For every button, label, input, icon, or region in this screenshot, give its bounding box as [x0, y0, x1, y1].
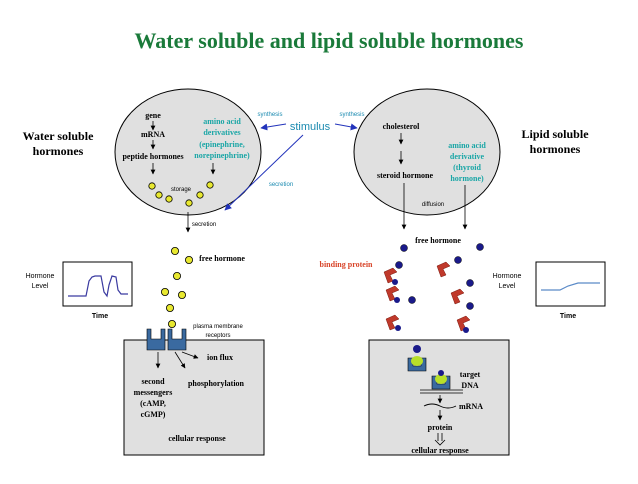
second-messengers-label-4: cGMP) — [141, 410, 166, 419]
page-title: Water soluble and lipid soluble hormones — [135, 28, 524, 53]
cellular-response-left: cellular response — [168, 434, 226, 443]
free-hormones-left — [160, 246, 193, 328]
stored-hormone-granules — [148, 181, 214, 207]
membrane-receptor-1 — [146, 328, 166, 351]
free-hormones-right — [395, 243, 484, 310]
receptors-label-2: receptors — [205, 333, 230, 339]
amino-derivatives-label-2: derivatives — [203, 128, 240, 137]
right-endocrine-cell — [353, 88, 501, 216]
right-target-cell — [368, 339, 510, 456]
secretion-label-center: secretion — [269, 182, 293, 188]
lipid-soluble-heading-2: hormones — [530, 142, 581, 156]
steroid-hormone-label: steroid hormone — [377, 171, 434, 180]
cholesterol-label: cholesterol — [383, 122, 421, 131]
bound-hormones — [392, 279, 469, 333]
lipid-soluble-heading: Lipid soluble — [521, 127, 589, 141]
mrna-label-right: mRNA — [459, 402, 483, 411]
storage-label: storage — [171, 187, 192, 193]
amino-derivatives-label: amino acid — [203, 117, 241, 126]
thyroid-label-4: hormone) — [450, 174, 484, 183]
free-hormone-label-left: free hormone — [199, 254, 245, 263]
water-soluble-heading: Water soluble — [23, 129, 94, 143]
thyroid-label-2: derivative — [450, 152, 485, 161]
membrane-receptor-2 — [167, 328, 187, 351]
diffusion-label: diffusion — [422, 202, 444, 208]
stimulus-to-right-cell-arrow — [334, 123, 358, 131]
receptors-label: plasma membrane — [193, 324, 243, 330]
synthesis-label-right: synthesis — [339, 112, 364, 118]
thyroid-label: amino acid — [448, 141, 486, 150]
cellular-response-right: cellular response — [411, 446, 469, 455]
mrna-squiggle — [423, 403, 457, 409]
hormone-level-label-right-2: Level — [499, 283, 516, 290]
target-dna-label-2: DNA — [461, 381, 479, 390]
binding-proteins — [383, 261, 471, 332]
hormone-level-graph-left — [62, 261, 133, 307]
synthesis-label-left: synthesis — [257, 112, 282, 118]
water-soluble-heading-2: hormones — [33, 144, 84, 158]
stimulus-secretion-arrow — [224, 134, 304, 211]
binding-protein-label: binding protein — [320, 260, 374, 269]
left-target-cell — [123, 339, 265, 456]
free-hormone-label-right: free hormone — [415, 236, 461, 245]
receptor-to-phosphorylation-arrow — [174, 351, 186, 369]
amino-derivatives-label-3: (epinephrine, — [199, 140, 245, 149]
peptide-hormones-label: peptide hormones — [122, 152, 183, 161]
phosphorylation-label: phosphorylation — [188, 379, 245, 388]
secretion-label-left: secretion — [192, 222, 216, 228]
intracellular-receptor-1 — [407, 345, 427, 372]
mrna-label: mRNA — [141, 130, 165, 139]
intracellular-receptor-2 — [431, 370, 451, 390]
hormone-level-label-left: Hormone — [26, 273, 55, 280]
target-dna-strands — [420, 389, 463, 394]
protein-label: protein — [428, 423, 453, 432]
hormone-level-label-left-2: Level — [32, 283, 49, 290]
hormone-level-curve-left — [68, 275, 128, 298]
thyroid-label-3: (thyroid — [453, 163, 481, 172]
second-messengers-label-2: messengers — [134, 388, 173, 397]
stimulus-to-left-cell-arrow — [260, 123, 287, 131]
hormone-level-graph-right — [535, 261, 606, 307]
ion-flux-label: ion flux — [207, 353, 233, 362]
amino-derivatives-label-4: norepinephrine) — [194, 151, 250, 160]
hormone-level-label-right: Hormone — [493, 273, 522, 280]
gene-label: gene — [145, 111, 161, 120]
second-messengers-label-3: (cAMP, — [140, 399, 166, 408]
protein-to-response-arrow — [434, 433, 446, 446]
stimulus-label: stimulus — [290, 121, 331, 133]
hormone-level-curve-right — [541, 282, 600, 291]
time-label-right: Time — [560, 313, 576, 320]
second-messengers-label: second — [141, 377, 165, 386]
target-dna-label: target — [460, 370, 481, 379]
receptor-to-ion-flux-arrow — [181, 351, 199, 359]
time-label-left: Time — [92, 313, 108, 320]
